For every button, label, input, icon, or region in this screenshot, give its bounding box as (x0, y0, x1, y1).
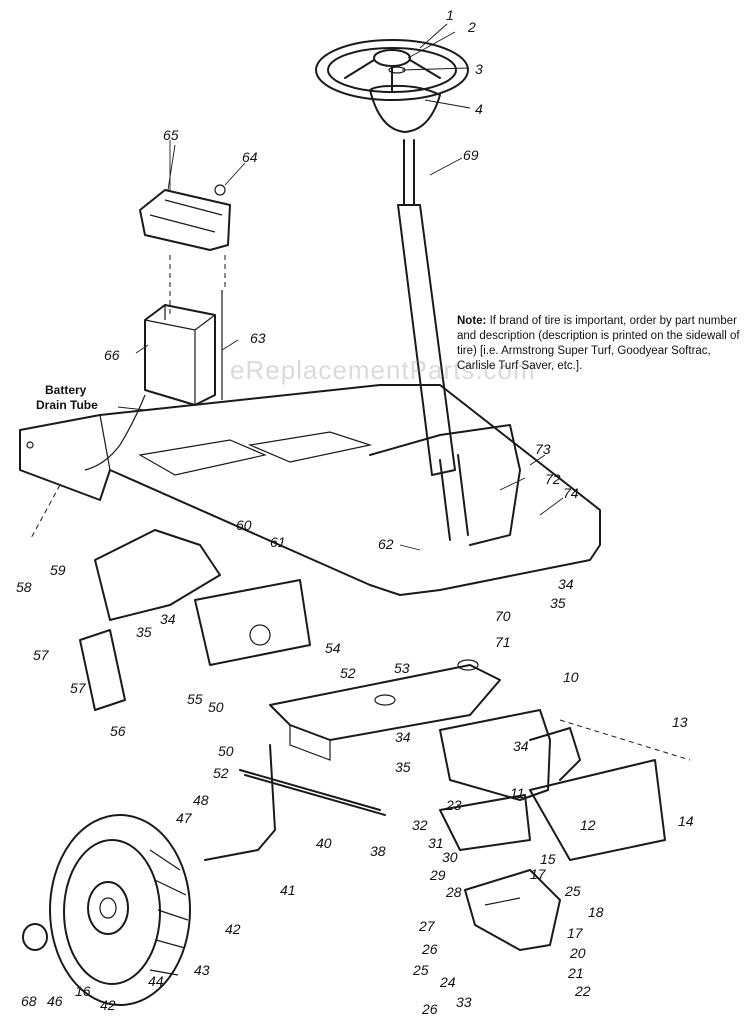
tire-note: Note: If brand of tire is important, ord… (457, 314, 747, 374)
part-number: 14 (678, 813, 694, 829)
part-number: 63 (250, 330, 266, 346)
part-number: 66 (104, 347, 120, 363)
part-number: 57 (70, 680, 87, 696)
part-number: 60 (236, 517, 252, 533)
frame-plate (19, 384, 601, 596)
part-number: 53 (394, 660, 410, 676)
spindle (204, 744, 276, 861)
part-number: 62 (378, 536, 394, 552)
part-number: 55 (187, 691, 203, 707)
part-number: 25 (564, 883, 581, 899)
part-number: 15 (540, 851, 556, 867)
part-number: 13 (672, 714, 688, 730)
part-number: 10 (563, 669, 579, 685)
note-text: If brand of tire is important, order by … (457, 315, 740, 372)
leader-lines (135, 23, 564, 551)
part-number: 3 (475, 61, 483, 77)
part-number: 44 (148, 973, 164, 989)
guide-lines (169, 255, 226, 315)
part-number: 68 (21, 993, 37, 1009)
part-number: 20 (569, 945, 586, 961)
part-number: 29 (429, 867, 446, 883)
part-number: 33 (456, 994, 472, 1010)
bracket (529, 759, 666, 861)
part-number: 4 (475, 101, 483, 117)
part-number: 48 (193, 792, 209, 808)
part-number: 72 (545, 471, 561, 487)
part-number-labels: 1 2 3 4 69 65 64 63 66 73 72 74 62 34 35… (16, 7, 694, 1017)
part-number: 56 (110, 723, 126, 739)
steering-gear (439, 709, 581, 951)
part-number: 26 (421, 941, 438, 957)
part-number: 74 (563, 485, 579, 501)
part-number: 42 (100, 997, 116, 1013)
part-number: 18 (588, 904, 604, 920)
steering-wheel (315, 39, 469, 133)
part-number: 40 (316, 835, 332, 851)
part-number: 43 (194, 962, 210, 978)
part-number: 54 (325, 640, 341, 656)
part-number: 1 (446, 7, 454, 23)
part-number: 34 (160, 611, 176, 627)
part-number: 42 (225, 921, 241, 937)
part-number: 46 (47, 993, 63, 1009)
part-number: 11 (510, 785, 525, 801)
part-number: 71 (495, 634, 511, 650)
note-label: Note: (457, 315, 487, 327)
drag-link (239, 769, 386, 816)
battery-callout-line1: Battery (45, 383, 87, 397)
part-number: 26 (421, 1001, 438, 1017)
part-number: 52 (213, 765, 229, 781)
part-number: 27 (418, 918, 436, 934)
part-number: 21 (567, 965, 584, 981)
part-number: 58 (16, 579, 32, 595)
part-number: 17 (567, 925, 584, 941)
bracket-dash (559, 719, 691, 761)
part-number: 61 (270, 534, 286, 550)
part-number: 24 (439, 974, 456, 990)
part-number: 28 (445, 884, 462, 900)
part-number: 17 (530, 866, 547, 882)
part-number: 35 (136, 624, 152, 640)
drain-tube-leader (117, 406, 146, 411)
part-number: 50 (218, 743, 234, 759)
part-number: 57 (33, 647, 50, 663)
part-number: 70 (495, 608, 511, 624)
part-number: 38 (370, 843, 386, 859)
part-number: 47 (176, 810, 193, 826)
part-number: 73 (535, 441, 551, 457)
part-number: 2 (467, 19, 476, 35)
part-number: 32 (412, 817, 428, 833)
part-number: 59 (50, 562, 66, 578)
part-number: 35 (550, 595, 566, 611)
front-axle (269, 659, 501, 761)
part-number: 22 (574, 983, 591, 999)
side-panels (79, 529, 311, 711)
part-number: 41 (280, 882, 296, 898)
part-number: 69 (463, 147, 479, 163)
part-number: 50 (208, 699, 224, 715)
guide-line-58 (29, 484, 61, 541)
part-number: 65 (163, 127, 179, 143)
front-wheel (22, 814, 191, 1006)
part-number: 25 (412, 962, 429, 978)
battery-hold-down (139, 184, 231, 251)
part-number: 34 (558, 576, 574, 592)
part-number: 12 (580, 817, 596, 833)
part-number: 23 (445, 797, 462, 813)
battery-callout-line2: Drain Tube (36, 398, 98, 412)
part-number: 34 (395, 729, 411, 745)
part-number: 31 (428, 835, 444, 851)
part-number: 64 (242, 149, 258, 165)
battery (144, 290, 223, 406)
part-number: 34 (513, 738, 529, 754)
watermark: eReplacementParts.com (230, 355, 536, 385)
part-number: 16 (75, 983, 91, 999)
part-number: 30 (442, 849, 458, 865)
part-number: 52 (340, 665, 356, 681)
part-number: 35 (395, 759, 411, 775)
